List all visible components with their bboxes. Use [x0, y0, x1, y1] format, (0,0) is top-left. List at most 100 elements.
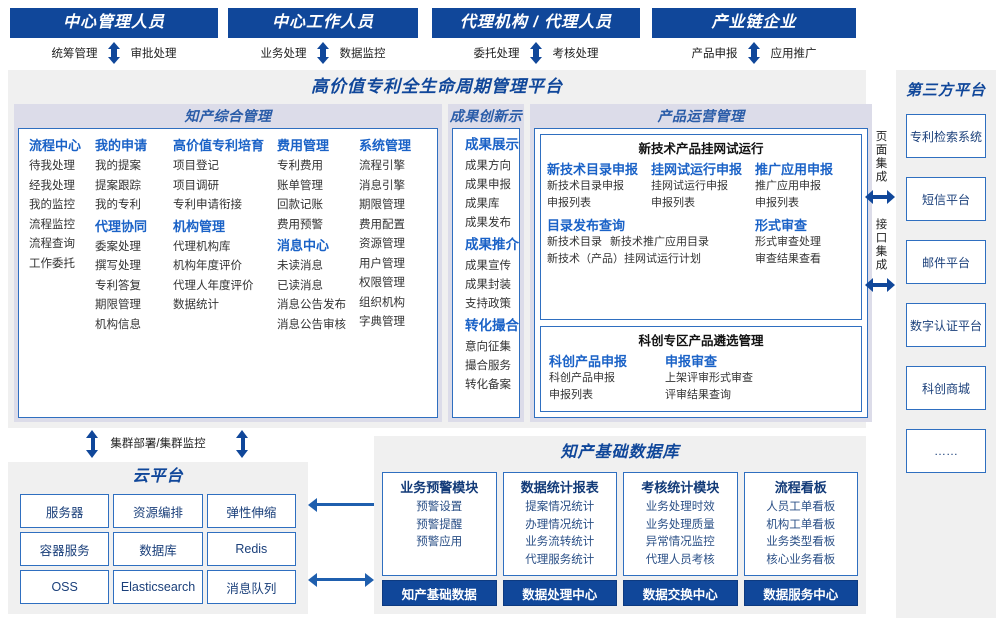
menu-item[interactable]: 回款记账 [277, 199, 323, 211]
kdb-card-item[interactable]: 业务类型看板 [766, 536, 836, 548]
menu-item[interactable]: 资源管理 [359, 238, 405, 250]
menu-item[interactable]: 权限管理 [359, 277, 405, 289]
menu-item[interactable]: 经我处理 [29, 179, 75, 192]
menu-item[interactable]: 申报列表 [755, 197, 799, 209]
cloud-cell-database[interactable]: 数据库 [113, 532, 203, 566]
cloud-cell-elasticsearch[interactable]: Elasticsearch [113, 570, 203, 604]
cloud-cell-oss[interactable]: OSS [20, 570, 110, 604]
third-party-item-digital-cert[interactable]: 数字认证平台 [906, 303, 986, 347]
menu-item[interactable]: 申报列表 [651, 197, 695, 209]
third-party-item-sms[interactable]: 短信平台 [906, 177, 986, 221]
cloud-cell-server[interactable]: 服务器 [20, 494, 110, 528]
menu-item[interactable]: 专利申请衔接 [173, 199, 242, 211]
menu-item[interactable]: 挂网试运行申报 [651, 180, 728, 192]
kdb-foot-service-center[interactable]: 数据服务中心 [743, 580, 858, 606]
menu-item[interactable]: 申报列表 [547, 197, 591, 209]
menu-item[interactable]: 机构年度评价 [173, 260, 242, 272]
menu-item[interactable]: 委案处理 [95, 240, 141, 253]
menu-item[interactable]: 提案跟踪 [95, 179, 141, 192]
kdb-card-item[interactable]: 提案情况统计 [525, 501, 595, 513]
menu-item[interactable]: 流程监控 [29, 218, 75, 231]
menu-item[interactable]: 消息引擎 [359, 179, 405, 192]
menu-item[interactable]: 未读消息 [277, 260, 323, 272]
menu-item[interactable]: 费用预警 [277, 218, 323, 231]
kdb-card-item[interactable]: 业务处理时效 [645, 501, 715, 513]
third-party-item-email[interactable]: 邮件平台 [906, 240, 986, 284]
menu-item[interactable]: 项目调研 [173, 179, 219, 192]
menu-item[interactable]: 工作委托 [29, 257, 75, 270]
menu-item[interactable]: 费用配置 [359, 218, 405, 231]
menu-item[interactable]: 项目登记 [173, 160, 219, 172]
menu-item[interactable]: 流程查询 [29, 238, 75, 250]
menu-item[interactable]: 新技术（产品）挂网试运行计划 [547, 253, 701, 265]
third-party-item-kechuang-mall[interactable]: 科创商城 [906, 366, 986, 410]
menu-item[interactable]: 消息公告审核 [277, 318, 346, 331]
third-party-item-more[interactable]: …… [906, 429, 986, 473]
kdb-foot-exchange-center[interactable]: 数据交换中心 [623, 580, 738, 606]
menu-item[interactable]: 我的监控 [29, 199, 75, 211]
menu-item[interactable]: 专利答复 [95, 279, 141, 292]
role-card-center-manager[interactable]: 中心管理人员 统筹管理 审批处理 [10, 8, 218, 64]
kdb-card-item[interactable]: 核心业务看板 [766, 553, 836, 566]
kdb-card-item[interactable]: 预警应用 [416, 536, 463, 548]
cloud-cell-orchestration[interactable]: 资源编排 [113, 494, 203, 528]
menu-item[interactable]: 新技术目录申报 [547, 180, 624, 192]
menu-item[interactable]: 成果发布 [465, 217, 511, 229]
menu-item[interactable]: 流程引擎 [359, 160, 405, 172]
menu-item[interactable]: 转化备案 [465, 379, 511, 391]
menu-item[interactable]: 意向征集 [465, 341, 511, 353]
menu-item[interactable]: 用户管理 [359, 257, 405, 270]
menu-item[interactable]: 新技术推广应用目录 [610, 236, 709, 248]
kdb-card-item[interactable]: 机构工单看板 [766, 518, 836, 531]
menu-item[interactable]: 我的专利 [95, 199, 141, 211]
kdb-card-item[interactable]: 业务处理质量 [645, 518, 715, 531]
menu-item[interactable]: 成果封装 [465, 279, 511, 291]
kdb-card-item[interactable]: 业务流转统计 [525, 536, 595, 548]
menu-item[interactable]: 代理人年度评价 [173, 279, 254, 292]
menu-item[interactable]: 撮合服务 [465, 360, 511, 372]
menu-item[interactable]: 新技术目录 [547, 236, 602, 248]
menu-item[interactable]: 审查结果查看 [755, 253, 821, 265]
role-card-agency[interactable]: 代理机构 / 代理人员 委托处理 考核处理 [432, 8, 640, 64]
kdb-card-item[interactable]: 预警提醒 [416, 518, 463, 531]
menu-item[interactable]: 成果方向 [465, 160, 511, 172]
menu-item[interactable]: 消息公告发布 [277, 299, 346, 311]
menu-item[interactable]: 组织机构 [359, 296, 405, 309]
cloud-cell-container[interactable]: 容器服务 [20, 532, 110, 566]
kdb-card-item[interactable]: 代理服务统计 [525, 553, 595, 566]
third-party-item-patent-search[interactable]: 专利检索系统 [906, 114, 986, 158]
role-card-center-staff[interactable]: 中心工作人员 业务处理 数据监控 [228, 8, 418, 64]
kdb-foot-processing-center[interactable]: 数据处理中心 [502, 580, 617, 606]
role-card-industry-enterprise[interactable]: 产业链企业 产品申报 应用推广 [652, 8, 856, 64]
kdb-foot-base-data[interactable]: 知产基础数据 [382, 580, 497, 606]
cloud-cell-message-queue[interactable]: 消息队列 [206, 570, 296, 604]
kdb-card-item[interactable]: 人员工单看板 [766, 501, 836, 513]
menu-item[interactable]: 形式审查处理 [755, 236, 821, 248]
menu-item[interactable]: 账单管理 [277, 179, 323, 192]
menu-item[interactable]: 数据统计 [173, 299, 219, 311]
menu-item[interactable]: 成果库 [465, 198, 500, 210]
kdb-card-item[interactable]: 异常情况监控 [645, 536, 715, 548]
menu-item[interactable]: 申报列表 [549, 389, 593, 401]
menu-item[interactable]: 已读消息 [277, 279, 323, 292]
menu-item[interactable]: 撰写处理 [95, 260, 141, 272]
kdb-card-item[interactable]: 预警设置 [416, 501, 463, 513]
kdb-card-item[interactable]: 代理人员考核 [645, 553, 715, 566]
menu-item[interactable]: 成果宣传 [465, 260, 511, 272]
menu-item[interactable]: 机构信息 [95, 318, 141, 331]
menu-item[interactable]: 评审结果查询 [665, 389, 731, 401]
menu-item[interactable]: 字典管理 [359, 316, 405, 328]
menu-item[interactable]: 科创产品申报 [549, 372, 615, 384]
menu-item[interactable]: 推广应用申报 [755, 180, 821, 192]
menu-item[interactable]: 上架评审形式审查 [665, 372, 753, 384]
kdb-card-item[interactable]: 办理情况统计 [525, 518, 595, 531]
menu-item[interactable]: 我的提案 [95, 160, 141, 172]
menu-item[interactable]: 代理机构库 [173, 240, 231, 253]
menu-item[interactable]: 期限管理 [359, 199, 405, 211]
cloud-cell-redis[interactable]: Redis [206, 532, 296, 566]
menu-item[interactable]: 期限管理 [95, 299, 141, 311]
cloud-cell-autoscaling[interactable]: 弹性伸缩 [206, 494, 296, 528]
menu-item[interactable]: 待我处理 [29, 160, 75, 172]
menu-item[interactable]: 专利费用 [277, 160, 323, 172]
menu-item[interactable]: 支持政策 [465, 298, 511, 310]
